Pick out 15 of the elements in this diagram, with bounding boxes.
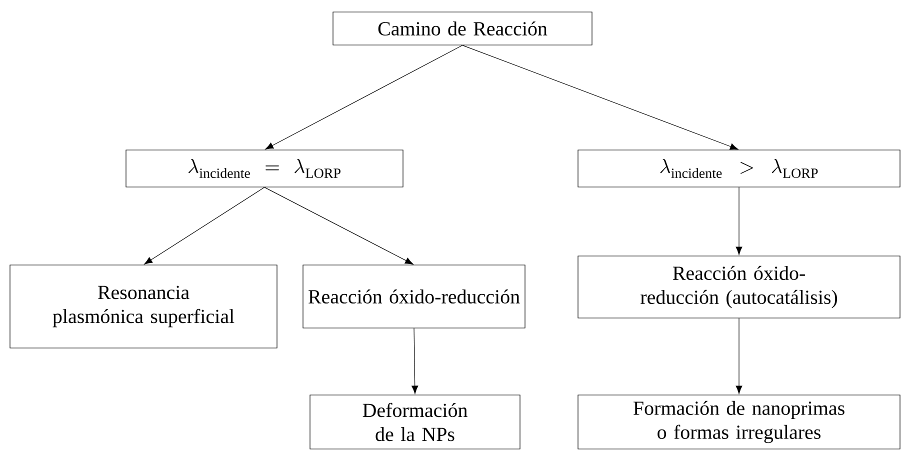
- process-box: Camino de Reacción: [332, 12, 592, 46]
- process-box: Formación de nanoprimas o formas irregulares: [578, 394, 900, 450]
- process-box: $\lambda_{\mathrm{incidente}} > \lambda_{\mathrm{LORP}}$: [578, 150, 900, 188]
- arrow: [736, 187, 742, 255]
- arrow: [412, 328, 418, 394]
- arrow: [736, 318, 742, 394]
- process-box: Reacción óxido-reducción (autocatálisis): [578, 256, 900, 318]
- arrow: [265, 45, 463, 150]
- process-box: Resonancia plasmónica superficial: [10, 264, 278, 348]
- arrow: [264, 187, 414, 264]
- arrow: [462, 45, 738, 150]
- process-box: Deformación de la NPs: [310, 394, 520, 450]
- process-box: $\lambda_{\mathrm{incidente}} = \lambda_{\mathrm{LORP}}$: [126, 150, 404, 188]
- process-box: Reacción óxido-reducción: [302, 264, 526, 328]
- arrow: [144, 187, 265, 264]
